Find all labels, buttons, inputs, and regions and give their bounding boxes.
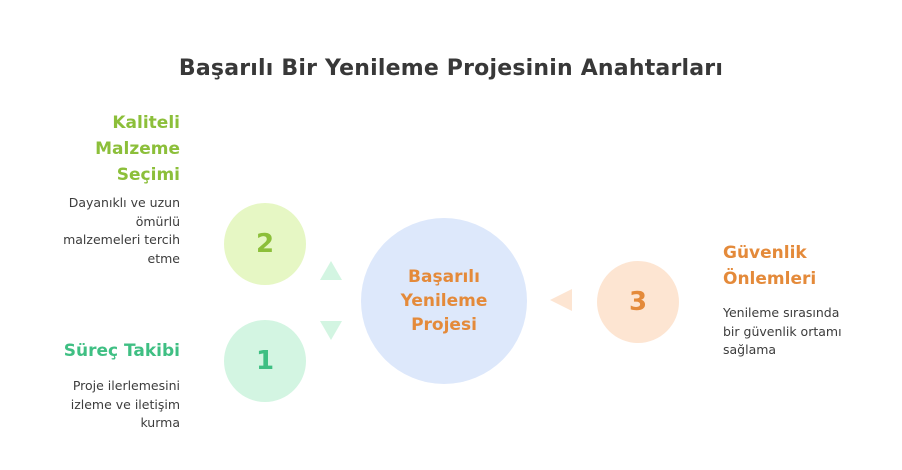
desc-line: Proje ilerlemesini (72, 378, 180, 393)
desc-line: izleme ve iletişim (70, 396, 180, 412)
desc-safety-measures: Yenileme sırasında bir güvenlik ortamı s… (723, 304, 893, 360)
desc-line: etme (147, 250, 180, 266)
center-label-line: Projesi (411, 315, 477, 335)
heading-line: Süreç Takibi (63, 341, 180, 361)
desc-line: Yenileme sırasında (723, 305, 840, 320)
heading-line: Güvenlik (723, 243, 807, 263)
desc-line: Dayanıklı ve uzun (68, 195, 180, 210)
desc-line: malzemeleri tercih (63, 232, 180, 247)
desc-line: bir güvenlik ortamı (723, 323, 842, 339)
desc-quality-materials: Dayanıklı ve uzun ömürlü malzemeleri ter… (20, 194, 180, 268)
desc-line: kurma (140, 415, 180, 430)
heading-process-tracking: Süreç Takibi (30, 338, 180, 364)
step-number: 3 (628, 287, 648, 317)
step-number: 1 (255, 346, 275, 376)
heading-safety-measures: Güvenlik Önlemleri (723, 240, 883, 292)
step-circle-3: 3 (597, 261, 679, 343)
arrow-up-icon (320, 261, 342, 280)
center-label-line: Başarılı (408, 267, 480, 287)
step-number: 2 (255, 229, 275, 259)
heading-quality-materials: Kaliteli Malzeme Seçimi (60, 110, 180, 188)
center-label-line: Yenileme (400, 291, 488, 311)
arrow-down-icon (320, 321, 342, 340)
center-label: Başarılı Yenileme Projesi (401, 265, 488, 337)
step-circle-2: 2 (224, 203, 306, 285)
heading-line: Malzeme (95, 139, 180, 159)
diagram-title: Başarılı Bir Yenileme Projesinin Anahtar… (178, 56, 724, 81)
desc-process-tracking: Proje ilerlemesini izleme ve iletişim ku… (20, 377, 180, 433)
heading-line: Kaliteli (112, 113, 180, 133)
center-circle: Başarılı Yenileme Projesi (361, 218, 527, 384)
arrow-left-icon (550, 289, 572, 311)
heading-line: Önlemleri (723, 269, 817, 289)
step-circle-1: 1 (224, 320, 306, 402)
heading-line: Seçimi (116, 165, 180, 185)
desc-line: sağlama (723, 342, 777, 357)
desc-line: ömürlü (135, 213, 180, 229)
